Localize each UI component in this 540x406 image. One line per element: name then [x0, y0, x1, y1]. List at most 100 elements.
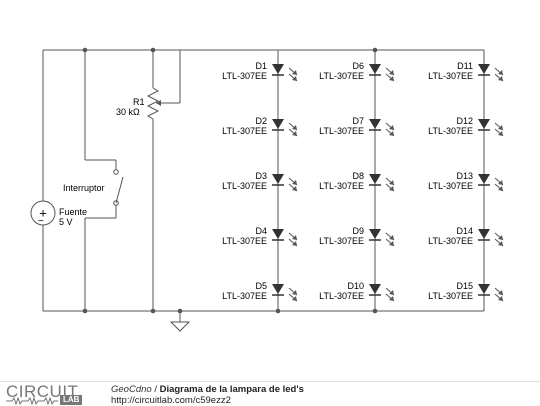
light-emission-arrowhead: [498, 131, 503, 136]
light-emission-arrowhead: [389, 125, 394, 130]
light-emission-arrowhead: [498, 241, 503, 246]
led-triangle: [272, 64, 284, 74]
light-emission-arrowhead: [389, 290, 394, 295]
led-part-label: LTL-307EE: [428, 71, 473, 81]
led-part-label: LTL-307EE: [428, 236, 473, 246]
junction-dot: [372, 47, 378, 53]
led-ref-label: D6: [352, 61, 364, 71]
light-emission-arrowhead: [389, 131, 394, 136]
led-ref-label: D2: [255, 116, 267, 126]
circuit-schematic: + − Fuente 5 V Interruptor R1 30 kΩ D1LT…: [30, 47, 504, 332]
light-emission-arrowhead: [498, 125, 503, 130]
light-emission-arrowhead: [292, 180, 297, 185]
led-ref-label: D14: [456, 226, 473, 236]
led-part-label: LTL-307EE: [222, 71, 267, 81]
light-emission-arrowhead: [389, 76, 394, 81]
junctions: [82, 47, 378, 314]
source-value: 5 V: [59, 217, 73, 227]
author-name[interactable]: GeoCdno: [111, 384, 152, 395]
light-emission-arrowhead: [292, 241, 297, 246]
light-emission-arrowhead: [498, 235, 503, 240]
led-ref-label: D8: [352, 171, 364, 181]
led-triangle: [478, 229, 490, 239]
led-triangle: [369, 284, 381, 294]
led-triangle: [478, 119, 490, 129]
light-emission-arrowhead: [498, 186, 503, 191]
logo-circuit-text: CIRCUIT: [6, 382, 79, 401]
logo-waveform-icon: [6, 397, 58, 405]
led-triangle: [369, 119, 381, 129]
source-symbol: [30, 200, 56, 226]
led-ref-label: D12: [456, 116, 473, 126]
junction-dot: [82, 47, 88, 53]
led-ref-label: D1: [255, 61, 267, 71]
led-triangle: [369, 229, 381, 239]
led-part-label: LTL-307EE: [222, 181, 267, 191]
circuit-credit: GeoCdno / Diagrama de la lampara de led'…: [111, 384, 304, 406]
potentiometer-r1: R1 30 kΩ: [116, 87, 161, 120]
light-emission-arrowhead: [389, 296, 394, 301]
led-triangle: [272, 284, 284, 294]
circuit-url-link[interactable]: http://circuitlab.com/c59ezz2: [111, 395, 231, 406]
light-emission-arrowhead: [389, 70, 394, 75]
led-part-label: LTL-307EE: [319, 236, 364, 246]
junction-dot: [372, 308, 378, 314]
led-triangle: [369, 64, 381, 74]
junction-dot: [82, 308, 88, 314]
light-emission-arrowhead: [498, 290, 503, 295]
light-emission-arrowhead: [498, 296, 503, 301]
led-part-label: LTL-307EE: [319, 126, 364, 136]
junction-dot: [177, 308, 183, 314]
resistor-zigzag: [146, 87, 160, 120]
footer-bar: CIRCUIT LAB GeoCdno / Diagrama de la lam…: [0, 381, 540, 406]
led-triangle: [272, 229, 284, 239]
led-part-label: LTL-307EE: [222, 236, 267, 246]
light-emission-arrowhead: [292, 186, 297, 191]
led-ref-label: D15: [456, 281, 473, 291]
led-ref-label: D13: [456, 171, 473, 181]
led-part-label: LTL-307EE: [428, 291, 473, 301]
junction-dot: [150, 47, 156, 53]
led-ref-label: D11: [457, 61, 473, 71]
light-emission-arrowhead: [292, 235, 297, 240]
switch-contact-top: [113, 169, 119, 175]
junction-dot: [275, 308, 281, 314]
light-emission-arrowhead: [389, 235, 394, 240]
junction-dot: [150, 308, 156, 314]
led-triangle: [272, 174, 284, 184]
led-triangle: [478, 284, 490, 294]
led-part-label: LTL-307EE: [319, 291, 364, 301]
led-part-label: LTL-307EE: [319, 181, 364, 191]
source-plus-sign: +: [39, 205, 47, 220]
r1-ref: R1: [133, 97, 145, 107]
led-ref-label: D4: [255, 226, 267, 236]
circuit-title[interactable]: Diagrama de la lampara de led's: [159, 384, 304, 395]
light-emission-arrowhead: [292, 290, 297, 295]
light-emission-arrowhead: [389, 180, 394, 185]
credit-separator: /: [154, 384, 157, 395]
led-ref-label: D3: [255, 171, 267, 181]
source-minus-sign: −: [38, 216, 44, 227]
led-part-label: LTL-307EE: [428, 126, 473, 136]
led-triangle: [478, 174, 490, 184]
circuitlab-logo: CIRCUIT LAB: [6, 382, 98, 405]
light-emission-arrowhead: [389, 186, 394, 191]
switch-lever: [115, 176, 124, 204]
light-emission-arrowhead: [292, 296, 297, 301]
light-emission-arrowhead: [292, 76, 297, 81]
ground-symbol: [169, 321, 191, 332]
led-part-label: LTL-307EE: [222, 291, 267, 301]
voltage-source: + − Fuente 5 V: [30, 200, 87, 227]
